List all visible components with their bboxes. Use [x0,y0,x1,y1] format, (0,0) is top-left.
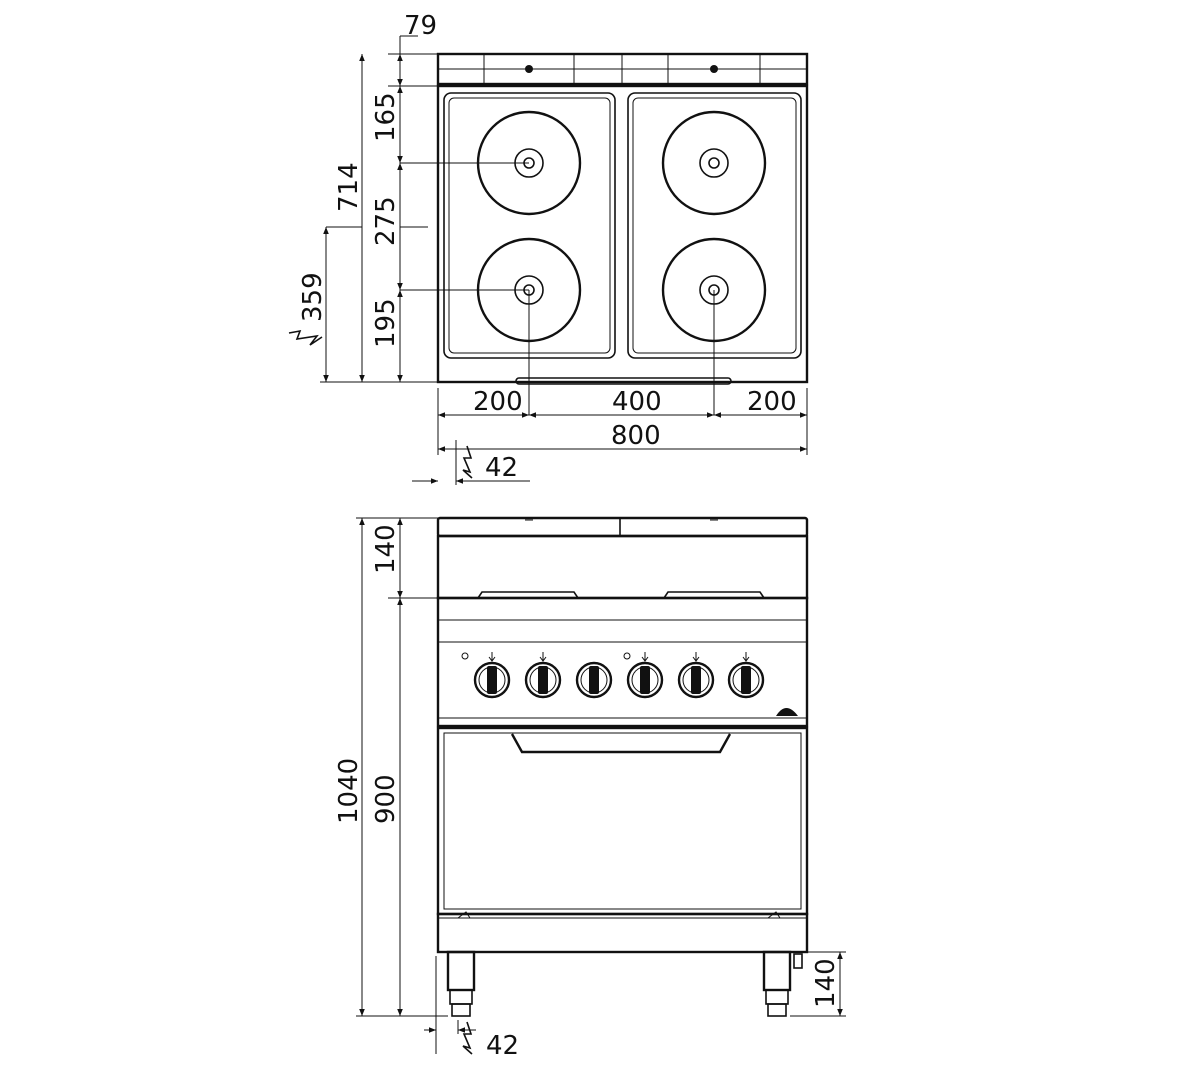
dim-width-total: 800 [611,421,661,451]
dim-burner-spacing-width: 400 [612,387,662,417]
knob-2[interactable] [524,652,562,699]
control-panel [436,596,809,728]
worktop-outline [436,84,809,384]
dim-electric-connection-offset: 42 [485,453,518,483]
foot-right [762,950,803,1017]
backsplash-screw-icon [525,65,533,73]
indicator-light-icon [623,652,631,660]
front-view: 140 1040 900 140 42 [334,516,846,1061]
dim-worktop-height: 900 [371,774,401,824]
dim-front-burner-to-front: 195 [371,298,401,348]
oven-door[interactable] [436,726,809,916]
front-height-dimensions [356,517,846,1054]
dim-electric-connection-offset-front: 42 [486,1031,519,1061]
knob-6[interactable] [727,652,765,699]
brand-badge-icon [776,708,798,716]
electric-connection-icon [462,445,473,479]
hotplate-profile-left [477,591,579,599]
top-depth-dimensions [320,35,438,383]
backsplash-screw-icon [710,65,718,73]
dim-height-total: 1040 [334,758,364,824]
hob-body [436,534,809,600]
oven-door-handle[interactable] [510,733,732,754]
backsplash-front [436,516,809,538]
dim-left-to-burner-center: 200 [473,387,523,417]
knob-1[interactable] [473,652,511,699]
foot-left [446,950,476,1017]
dim-rear-to-back-burner: 165 [371,92,401,142]
electric-connection-icon [288,329,323,346]
front-tab [515,377,732,385]
top-width-dimensions [412,388,808,485]
backsplash [436,52,809,86]
top-view: 79 165 714 275 359 195 200 400 200 800 4… [288,11,809,485]
knob-4[interactable] [626,652,664,699]
dim-electric-connection-height: 359 [298,272,328,322]
dim-leg-height: 140 [811,958,841,1008]
indicator-light-icon [461,652,469,660]
dim-hob-height: 140 [371,524,401,574]
hotplate-rear-right [661,110,767,216]
plinth [436,912,809,954]
hotplate-profile-right [663,591,765,599]
knob-3[interactable] [575,661,613,699]
dim-burner-center-to-right: 200 [747,387,797,417]
dim-backsplash-depth: 79 [404,11,437,41]
dim-burner-spacing-depth: 275 [371,196,401,246]
electric-connection-icon [462,1021,473,1055]
knob-5[interactable] [677,652,715,699]
dim-depth-total: 714 [334,162,364,212]
